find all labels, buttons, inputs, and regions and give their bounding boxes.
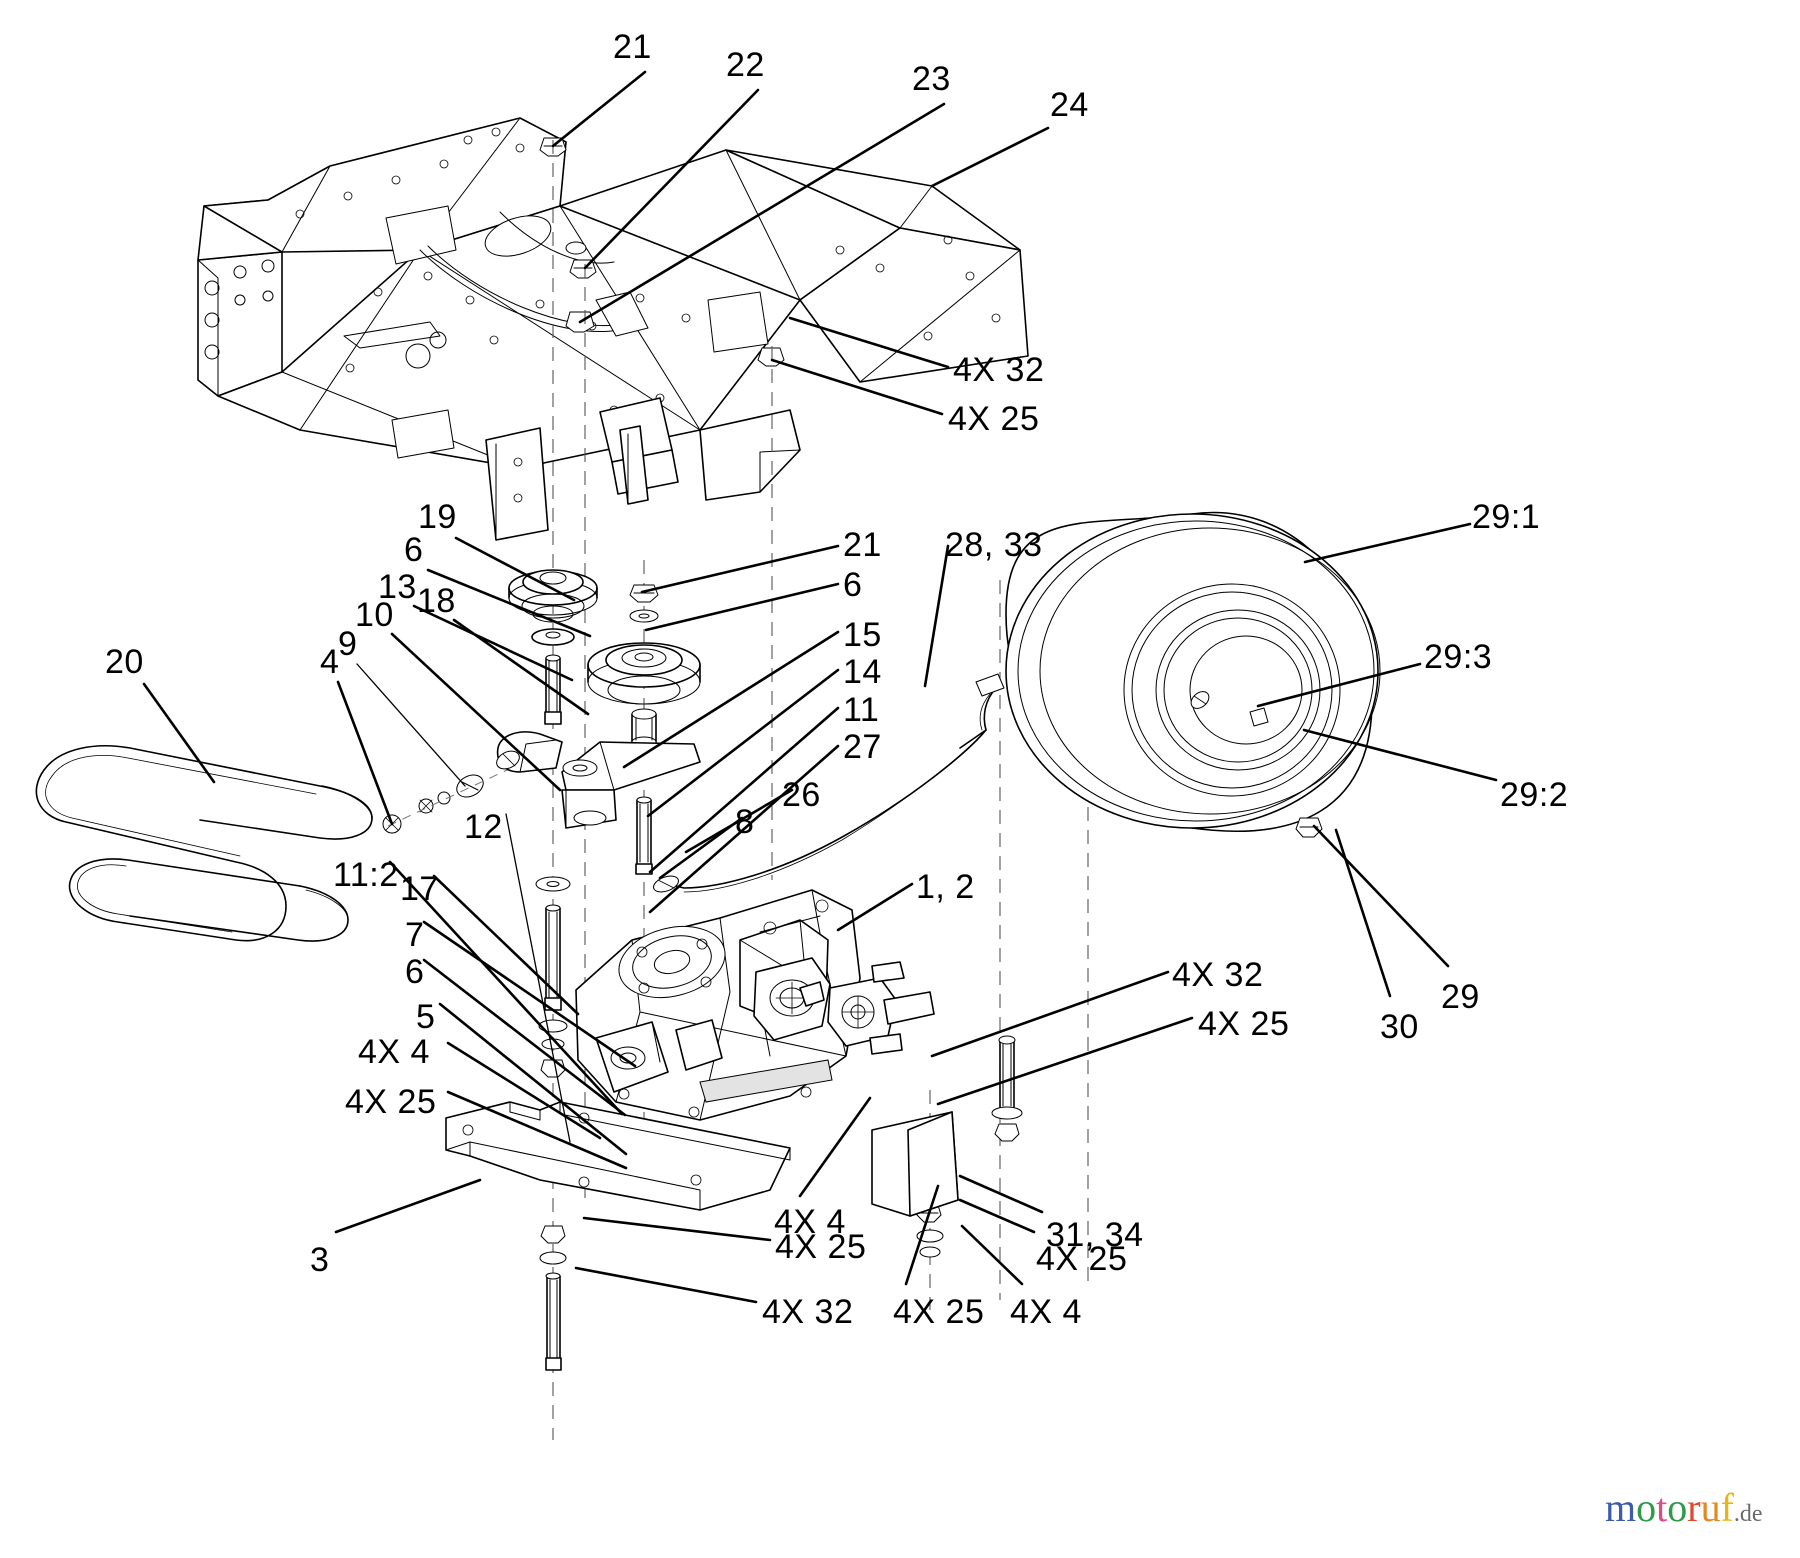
callout-6: 6 [404, 531, 424, 569]
callout-6: 6 [843, 566, 863, 604]
drive-pulley [587, 642, 701, 748]
logo-letter: u [1700, 1485, 1721, 1530]
motoruf-logo: motoruf.de [1605, 1488, 1763, 1528]
logo-letter: m [1605, 1485, 1637, 1530]
callout-11: 11 [843, 691, 880, 729]
callout-4x-32: 4X 32 [1172, 956, 1264, 994]
right-bracket-bolt [991, 1035, 1023, 1142]
callout-26: 26 [782, 776, 821, 814]
callout-23: 23 [912, 60, 951, 98]
callout-17: 17 [400, 870, 439, 908]
idler-arm-bracket [561, 741, 701, 829]
callout-4x-4: 4X 4 [1010, 1293, 1082, 1331]
callout-4x-25: 4X 25 [893, 1293, 985, 1331]
callout-4x-25: 4X 25 [1036, 1240, 1128, 1278]
logo-letter: o [1636, 1485, 1657, 1530]
callout-3: 3 [310, 1241, 330, 1279]
callout-10: 10 [355, 596, 394, 634]
callout-4x-32: 4X 32 [953, 351, 1045, 389]
hydro-transaxle [575, 889, 935, 1121]
callout-7: 7 [405, 916, 425, 954]
leader-lines [142, 70, 1498, 1304]
callout-11-2: 11:2 [333, 856, 399, 894]
callout-29: 29 [1441, 978, 1480, 1016]
callout-4: 4 [320, 643, 340, 681]
drive-belt [35, 745, 373, 942]
callout-24: 24 [1050, 86, 1089, 124]
logo-suffix: .de [1733, 1501, 1763, 1527]
callout-9: 9 [338, 625, 358, 663]
chassis-frame [197, 117, 1029, 541]
callout-22: 22 [726, 46, 765, 84]
right-mount-bracket [871, 1111, 959, 1217]
callout-30: 30 [1380, 1008, 1419, 1046]
logo-letter: o [1667, 1485, 1688, 1530]
callout-4x-25: 4X 25 [345, 1083, 437, 1121]
logo-letter: t [1656, 1485, 1668, 1530]
base-plate [445, 1101, 791, 1211]
callout-18: 18 [417, 582, 456, 620]
control-rod [653, 673, 1005, 893]
callout-21: 21 [613, 28, 652, 66]
callout-13: 13 [378, 568, 417, 606]
callout-29-3: 29:3 [1424, 638, 1493, 676]
small-hardware-cluster [382, 731, 563, 834]
callout-31-34: 31, 34 [1046, 1216, 1144, 1254]
callout-27: 27 [843, 728, 882, 766]
callout-4x-4: 4X 4 [774, 1203, 846, 1241]
callout-29-1: 29:1 [1472, 498, 1541, 536]
callout-20: 20 [105, 643, 144, 681]
logo-letter: r [1687, 1485, 1701, 1530]
callout-15: 15 [843, 616, 882, 654]
callout-19: 19 [418, 498, 457, 536]
callout-12: 12 [464, 808, 503, 846]
logo-letter: f [1720, 1485, 1734, 1530]
callout-4x-25: 4X 25 [1198, 1005, 1290, 1043]
callout-5: 5 [416, 998, 436, 1036]
callout-14: 14 [843, 653, 882, 691]
callout-4x-4: 4X 4 [358, 1033, 430, 1071]
callout-4x-25: 4X 25 [948, 400, 1040, 438]
callout-21: 21 [843, 526, 882, 564]
idler-pulley-assembly [508, 569, 598, 725]
callout-6: 6 [405, 953, 425, 991]
callout-29-2: 29:2 [1500, 776, 1569, 814]
callout-8: 8 [735, 803, 755, 841]
rear-wheel-assembly [1005, 511, 1381, 838]
callout-1-2: 1, 2 [916, 868, 975, 906]
callout-4x-32: 4X 32 [762, 1293, 854, 1331]
callout-4x-25: 4X 25 [775, 1228, 867, 1266]
bottom-bolt-column [539, 1225, 567, 1371]
callout-28-33: 28, 33 [945, 526, 1043, 564]
bolt-stack-center [635, 796, 653, 875]
